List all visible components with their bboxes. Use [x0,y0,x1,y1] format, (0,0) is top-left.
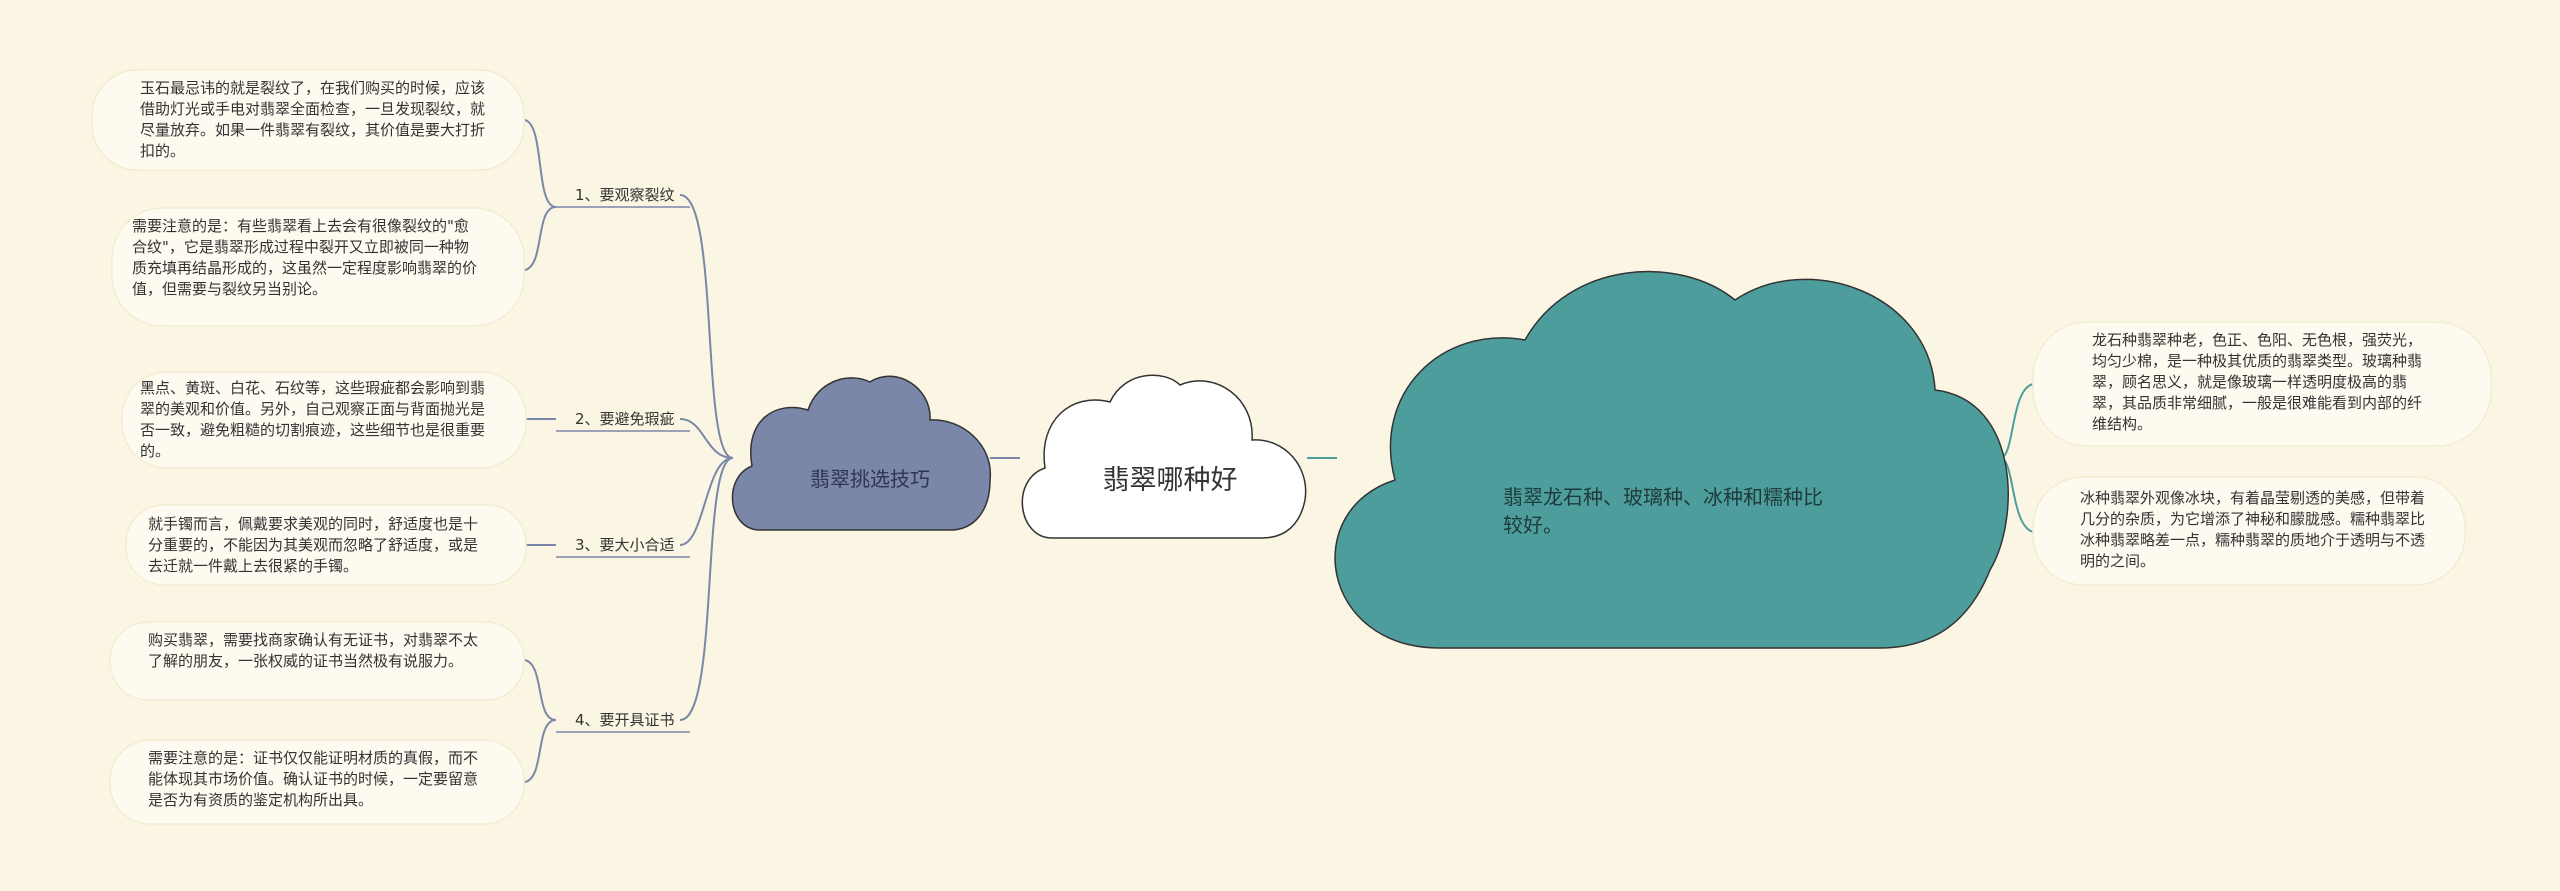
detail-4b-text: 需要注意的是：证书仅仅能证明材质的真假，而不能体现其市场价值。确认证书的时候，一… [148,749,479,809]
left-main-cloud [731,375,991,531]
detail-3-text: 就手镯而言，佩戴要求美观的同时，舒适度也是十分重要的，不能因为其美观而忽略了舒适… [148,515,479,575]
detail-1b-text: 需要注意的是：有些翡翠看上去会有很像裂纹的"愈合纹"，它是翡翠形成过程中裂开又立… [132,217,478,298]
branch-1-curve [679,194,734,459]
detail-bubble-r1 [2032,321,2492,447]
branch-4-curve [679,457,734,721]
detail-2-text: 黑点、黄斑、白花、石纹等，这些瑕疵都会影响到翡翠的美观和价值。另外，自己观察正面… [140,379,486,460]
detail-bubble-1a [91,69,525,171]
right-main-cloud [1334,270,2009,649]
root-label: 翡翠哪种好 [1102,465,1238,496]
detail-4a-text: 购买翡翠，需要找商家确认有无证书，对翡翠不太了解的朋友，一张权威的证书当然极有说… [148,631,479,670]
branch-4-label: 4、要开具证书 [575,711,675,729]
detail-bubbles [91,69,2492,825]
detail-bubble-4b [109,739,525,825]
detail-bubble-4a [109,621,525,701]
branch-1-brace [524,119,557,271]
detail-bubble-1b [111,207,525,327]
detail-bubble-3 [125,504,527,586]
branch-3-curve [679,457,734,546]
branch-2-curve [679,418,734,459]
branch-4-brace [524,659,557,783]
detail-bubble-r2 [2032,476,2466,586]
connectors [524,119,2034,783]
detail-1a-text: 玉石最忌讳的就是裂纹了，在我们购买的时候，应该借助灯光或手电对翡翠全面检查，一旦… [140,79,486,160]
detail-r1-text: 龙石种翡翠种老，色正、色阳、无色根，强荧光，均匀少棉，是一种极其优质的翡翠类型。… [2092,331,2423,433]
detail-r2-text: 冰种翡翠外观像冰块，有着晶莹剔透的美感，但带着几分的杂质，为它增添了神秘和朦胧感… [2080,489,2426,570]
right-main-label: 翡翠龙石种、玻璃种、冰种和糯种比较好。 [1503,485,1823,537]
root-cloud [1021,374,1307,539]
branch-3-label: 3、要大小合适 [575,536,675,554]
detail-bubble-2 [121,371,527,469]
branch-2-label: 2、要避免瑕疵 [575,410,675,428]
branch-1-label: 1、要观察裂纹 [575,186,675,204]
left-main-label: 翡翠挑选技巧 [810,467,930,491]
